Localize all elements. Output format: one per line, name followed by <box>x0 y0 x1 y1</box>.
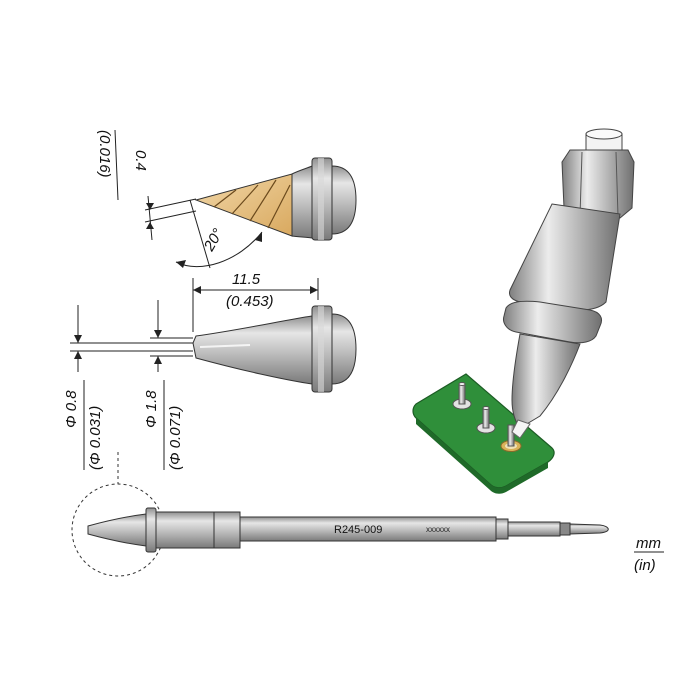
beveled-tip-side-view <box>194 157 357 241</box>
length-dimension: 11.5 (0.453) <box>192 271 319 332</box>
thickness-in-label: (0.016) <box>96 130 113 178</box>
iron-flange <box>503 300 603 344</box>
tip-cap-upper <box>331 165 357 235</box>
units-legend: mm (in) <box>634 535 664 574</box>
conical-tip-side-view <box>192 305 357 393</box>
cartridge-tip <box>87 513 147 547</box>
outer-diameter-in-label: (Φ 0.071) <box>167 406 184 470</box>
tip-cone-middle <box>192 315 313 385</box>
tip-cap-middle <box>331 313 357 385</box>
iron-body <box>509 203 621 311</box>
soldering-illustration <box>412 128 635 494</box>
inner-diameter-in-label: (Φ 0.031) <box>87 406 104 470</box>
thickness-dimension: 0.4 (0.016) <box>96 129 197 241</box>
tip-cone-upper <box>291 165 313 239</box>
part-number-label: R245-009 <box>334 524 382 536</box>
inner-diameter-mm-label: Φ 0.8 <box>63 390 80 428</box>
length-in-label: (0.453) <box>226 293 274 310</box>
bevel-hatch <box>213 179 291 229</box>
outer-diameter-mm-label: Φ 1.8 <box>143 390 160 428</box>
length-mm-label: 11.5 <box>232 271 261 288</box>
code-label: xxxxxx <box>426 525 450 534</box>
angle-label: 20° <box>200 226 227 255</box>
diameter-dimensions: Φ 0.8 (Φ 0.031) Φ 1.8 (Φ 0.071) <box>63 300 193 470</box>
pcb-pins <box>452 382 522 452</box>
thickness-mm-label: 0.4 <box>132 150 149 171</box>
cartridge-full-view: R245-009 xxxxxx <box>71 452 609 577</box>
cartridge-shaft <box>239 516 497 542</box>
unit-mm-label: mm <box>636 535 661 552</box>
iron-cone-tip <box>511 333 581 429</box>
unit-in-label: (in) <box>634 557 656 574</box>
bevel-face <box>194 173 293 237</box>
